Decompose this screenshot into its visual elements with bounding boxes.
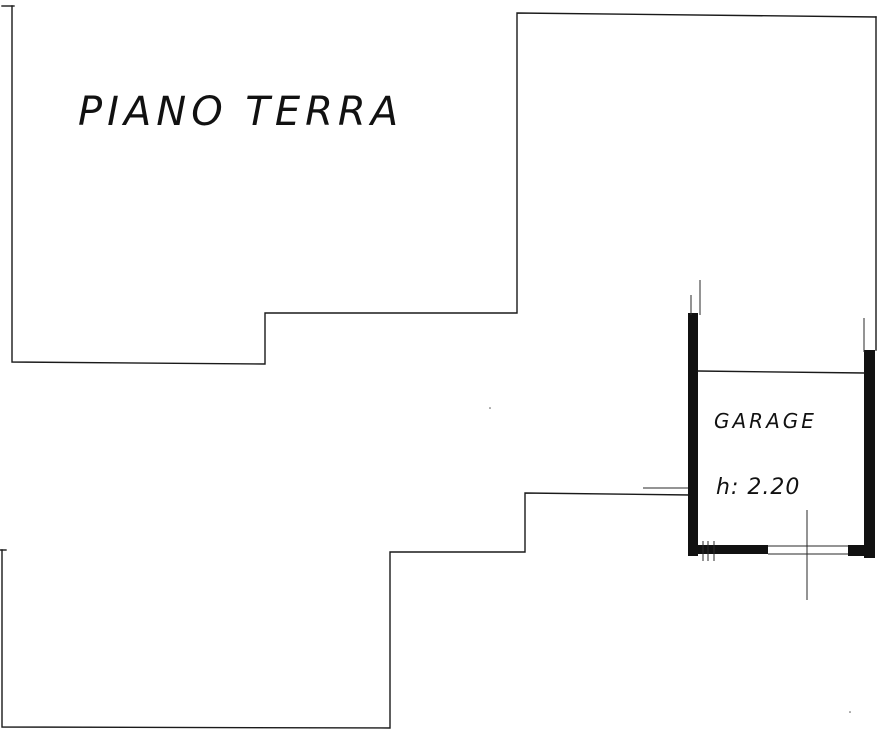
garage-front-wall-left bbox=[698, 545, 768, 554]
garage-label: GARAGE bbox=[714, 409, 817, 433]
plan-title: PIANO TERRA bbox=[78, 89, 403, 135]
speck bbox=[489, 407, 491, 409]
garage-back-wall bbox=[697, 370, 865, 374]
speck bbox=[849, 711, 851, 713]
garage-left-wall bbox=[688, 313, 698, 556]
garage-height-label: h: 2.20 bbox=[716, 475, 800, 500]
garage-front-wall-right bbox=[848, 545, 866, 556]
garage-right-wall bbox=[864, 350, 875, 558]
upper-outline bbox=[11, 5, 877, 365]
lower-outline bbox=[1, 492, 691, 729]
